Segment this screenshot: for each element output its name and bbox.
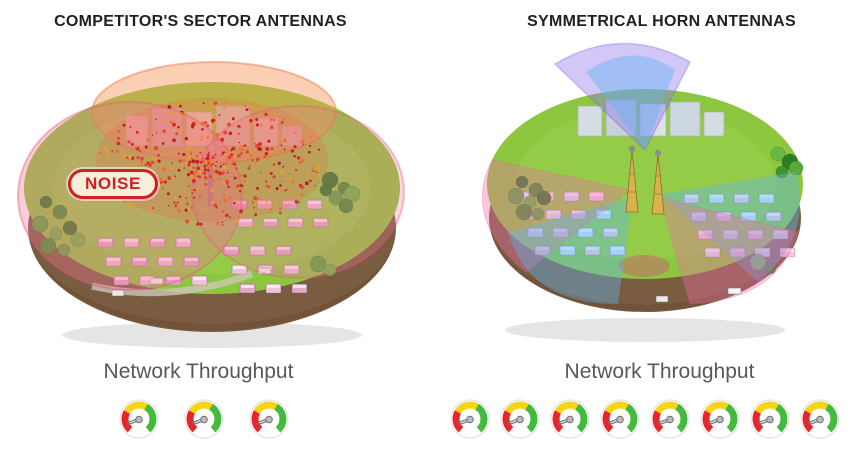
noise-badge: NOISE: [68, 169, 158, 199]
island-shadow: [62, 322, 362, 348]
beam-right-blue: [660, 172, 801, 282]
vehicles: [655, 287, 742, 303]
throughput-gauge-icon: [799, 399, 840, 439]
competitor-island-illustration: [17, 61, 405, 348]
beam-left-pink: [481, 159, 632, 273]
throughput-gauge-icon: [248, 399, 289, 439]
throughput-gauge-icon: [649, 399, 690, 439]
beam-up-blue: [586, 55, 675, 150]
city-buildings: [577, 99, 725, 137]
house-cluster: [513, 191, 626, 256]
competitor-panel: COMPETITOR'S SECTOR ANTENNAS: [0, 0, 427, 464]
throughput-gauge-icon: [183, 399, 224, 439]
house-cluster: [223, 245, 308, 294]
dirt-patch: [618, 255, 670, 277]
throughput-gauge-icon: [549, 399, 590, 439]
throughput-gauge-icon: [699, 399, 740, 439]
house-cluster: [231, 199, 329, 228]
road: [91, 270, 254, 297]
horn-antenna-towers: [625, 145, 665, 215]
throughput-gauges: [0, 399, 417, 439]
horn-island-illustration: [481, 42, 804, 342]
horn-antenna-beams: [481, 42, 801, 305]
throughput-gauge-icon: [449, 399, 490, 439]
competitor-title: COMPETITOR'S SECTOR ANTENNAS: [54, 13, 347, 30]
throughput-gauges: [431, 399, 855, 439]
horn-antenna-icon: [628, 145, 636, 153]
horn-antenna-icon: [654, 149, 662, 157]
vehicles: [111, 267, 272, 297]
noise-dots: [97, 101, 320, 226]
throughput-gauge-icon: [118, 399, 159, 439]
throughput-gauge-icon: [749, 399, 790, 439]
network-throughput-label: Network Throughput: [103, 360, 294, 383]
beam-left-blue: [508, 197, 633, 304]
city-buildings: [125, 105, 303, 147]
beam-up-purple: [553, 42, 691, 152]
house-cluster: [683, 193, 796, 258]
horn-title: SYMMETRICAL HORN ANTENNAS: [527, 13, 796, 30]
horn-panel: SYMMETRICAL HORN ANTENNAS: [428, 0, 855, 464]
tree-clusters: [507, 146, 804, 275]
network-throughput-label: Network Throughput: [564, 360, 755, 383]
throughput-gauge-icon: [499, 399, 540, 439]
beam-right-pink: [659, 197, 799, 305]
coverage-orange: [91, 61, 337, 163]
island-shadow: [505, 318, 785, 342]
tree-clusters: [31, 171, 361, 277]
island-surface-inner: [515, 108, 775, 260]
throughput-gauge-icon: [599, 399, 640, 439]
